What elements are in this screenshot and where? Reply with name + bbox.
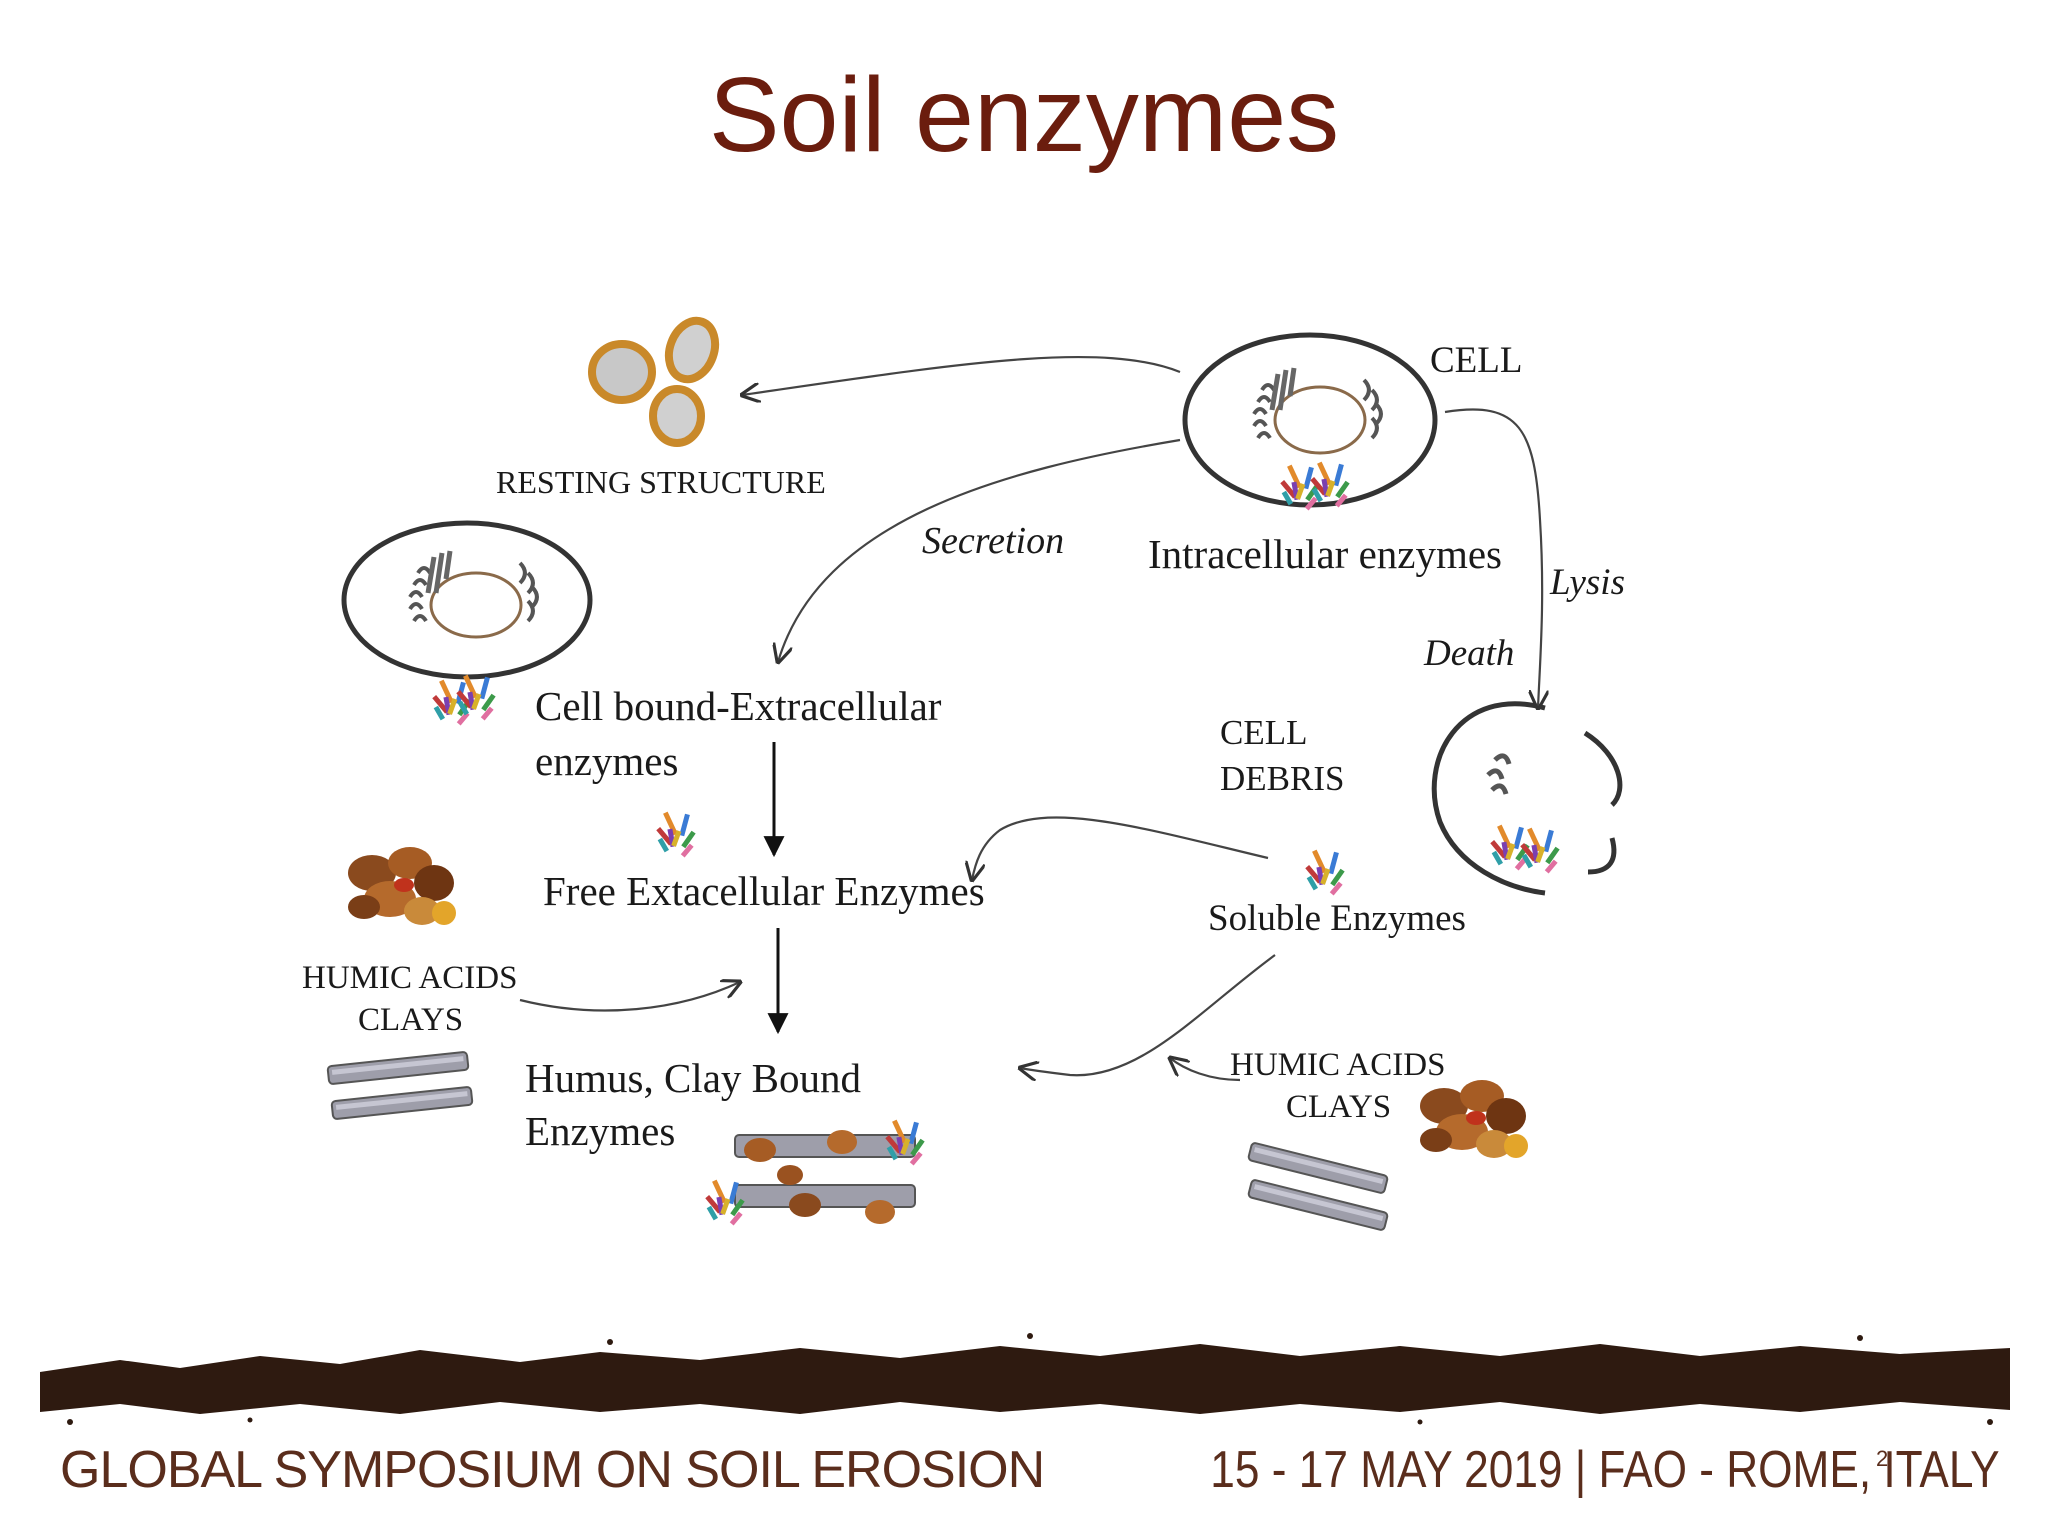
humic-clump-right xyxy=(1420,1080,1528,1158)
label-cell-bound-line1: Cell bound-Extracellular xyxy=(535,683,942,729)
label-cell-debris-line2: DEBRIS xyxy=(1220,759,1344,798)
label-secretion: Secretion xyxy=(922,520,1064,562)
footer-date-location: 15 - 17 MAY 2019 | FAO - ROME, ITALY xyxy=(1210,1441,2000,1499)
label-cell: CELL xyxy=(1430,340,1522,381)
label-soluble-enzymes: Soluble Enzymes xyxy=(1208,898,1466,939)
soil-strip xyxy=(40,1333,2010,1425)
label-humic-right-line1: HUMIC ACIDS xyxy=(1230,1047,1445,1083)
label-humic-left-line1: HUMIC ACIDS xyxy=(302,960,517,996)
label-free-extracellular: Free Extacellular Enzymes xyxy=(543,868,985,914)
label-humic-left-line2: CLAYS xyxy=(358,1002,463,1038)
label-humus-bound-line2: Enzymes xyxy=(525,1108,675,1154)
enzyme-cluster-soluble xyxy=(1305,849,1345,896)
label-lysis: Lysis xyxy=(1549,562,1625,603)
humic-clump-left xyxy=(348,847,456,925)
process-arrows xyxy=(519,355,1542,1080)
clay-bar-left-1 xyxy=(326,1050,470,1086)
label-cell-debris-line1: CELL xyxy=(1220,713,1307,752)
label-resting-structure: RESTING STRUCTURE xyxy=(496,464,826,500)
clay-bar-left-2 xyxy=(330,1085,474,1121)
footer-symposium-name: GLOBAL SYMPOSIUM ON SOIL EROSION xyxy=(60,1441,1045,1499)
page-number: 2 xyxy=(1876,1446,1889,1471)
cell-illustration xyxy=(1182,332,1438,511)
lysed-cell-illustration xyxy=(1431,701,1623,896)
label-death: Death xyxy=(1423,633,1514,674)
cell-bound-cell-illustration xyxy=(341,520,593,726)
label-intracellular-enzymes: Intracellular enzymes xyxy=(1148,531,1502,577)
slide-title: Soil enzymes xyxy=(708,56,1340,174)
humus-clay-complex-illustration xyxy=(705,1119,925,1226)
label-humic-right-line2: CLAYS xyxy=(1286,1089,1391,1125)
resting-structure-illustration xyxy=(588,316,720,447)
label-humus-bound-line1: Humus, Clay Bound xyxy=(525,1055,861,1101)
enzyme-cluster-free xyxy=(656,811,696,858)
label-cell-bound-line2: enzymes xyxy=(535,738,678,784)
